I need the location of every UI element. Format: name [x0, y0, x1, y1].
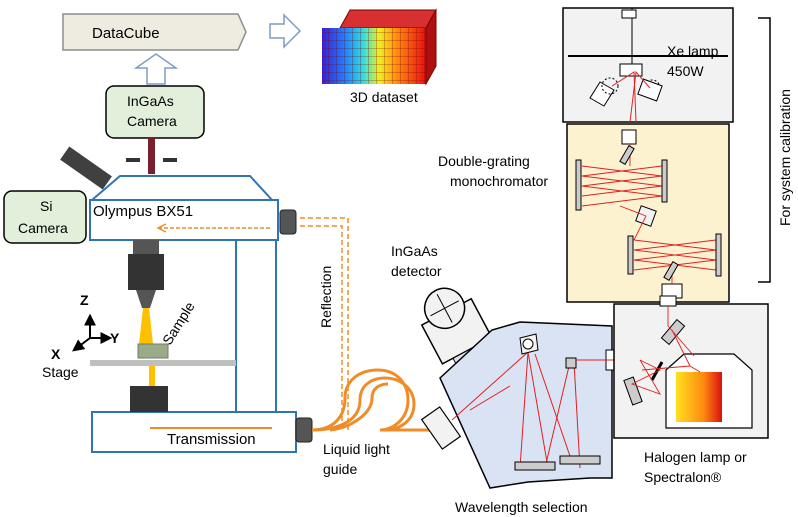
condenser	[130, 386, 168, 412]
calibration-bracket	[758, 17, 771, 283]
axis-y-label: Y	[110, 330, 120, 346]
dataset-cube: 3D dataset	[322, 8, 437, 105]
stage	[90, 360, 236, 366]
reflection-light-path	[300, 217, 349, 430]
ingaas-detector	[420, 287, 493, 372]
objective	[128, 240, 164, 308]
si-camera-label-1: Si	[40, 198, 52, 214]
axis-z-label: Z	[80, 292, 89, 308]
microscope-label: Olympus BX51	[93, 203, 193, 220]
xe-lamp-label-1: Xe lamp	[667, 43, 719, 59]
sample	[137, 343, 169, 359]
light-guide-label-2: guide	[323, 461, 357, 477]
microscope	[89, 175, 297, 453]
si-camera-label-2: Camera	[18, 220, 68, 236]
reflection-port	[279, 209, 297, 235]
dataset-label: 3D dataset	[350, 89, 418, 105]
si-camera: Si Camera	[3, 190, 87, 244]
transmission-label: Transmission	[167, 431, 256, 448]
xe-lamp-housing	[562, 7, 734, 123]
xe-lamp-label-2: 450W	[667, 63, 704, 79]
halogen-label-2: Spectralon®	[644, 469, 722, 485]
sample-beam-bottom	[149, 366, 155, 386]
light-guide-label-1: Liquid light	[323, 441, 390, 457]
reflection-label: Reflection	[318, 266, 334, 328]
wavelength-selection-spectrometer	[420, 321, 613, 489]
eyepiece	[60, 146, 112, 190]
sample-label: Sample	[159, 299, 198, 348]
ingaas-camera: InGaAs Camera	[105, 85, 205, 174]
monochromator-label-1: Double-grating	[438, 153, 530, 169]
right-arrow-icon	[269, 13, 302, 49]
axes	[72, 313, 113, 352]
liquid-light-guide	[311, 368, 440, 432]
axis-x-label: X	[51, 346, 61, 362]
monochromator	[566, 123, 730, 303]
ingaas-camera-label-2: Camera	[127, 113, 177, 129]
sample-beam-top	[139, 308, 153, 344]
datacube-label: DataCube	[92, 25, 160, 42]
stage-label: Stage	[42, 364, 79, 380]
ingaas-camera-label-1: InGaAs	[127, 93, 174, 109]
datacube-box: DataCube	[62, 13, 247, 51]
calibration-label: For system calibration	[777, 89, 793, 226]
up-arrow-icon	[133, 53, 179, 85]
detector-label-2: detector	[391, 263, 442, 279]
halogen-label-1: Halogen lamp or	[644, 449, 747, 465]
monochromator-label-2: monochromator	[450, 173, 548, 189]
halogen-lamp-housing	[613, 295, 769, 439]
transmission-port	[295, 417, 313, 443]
wavelength-selection-label: Wavelength selection	[455, 499, 588, 515]
detector-label-1: InGaAs	[391, 243, 438, 259]
